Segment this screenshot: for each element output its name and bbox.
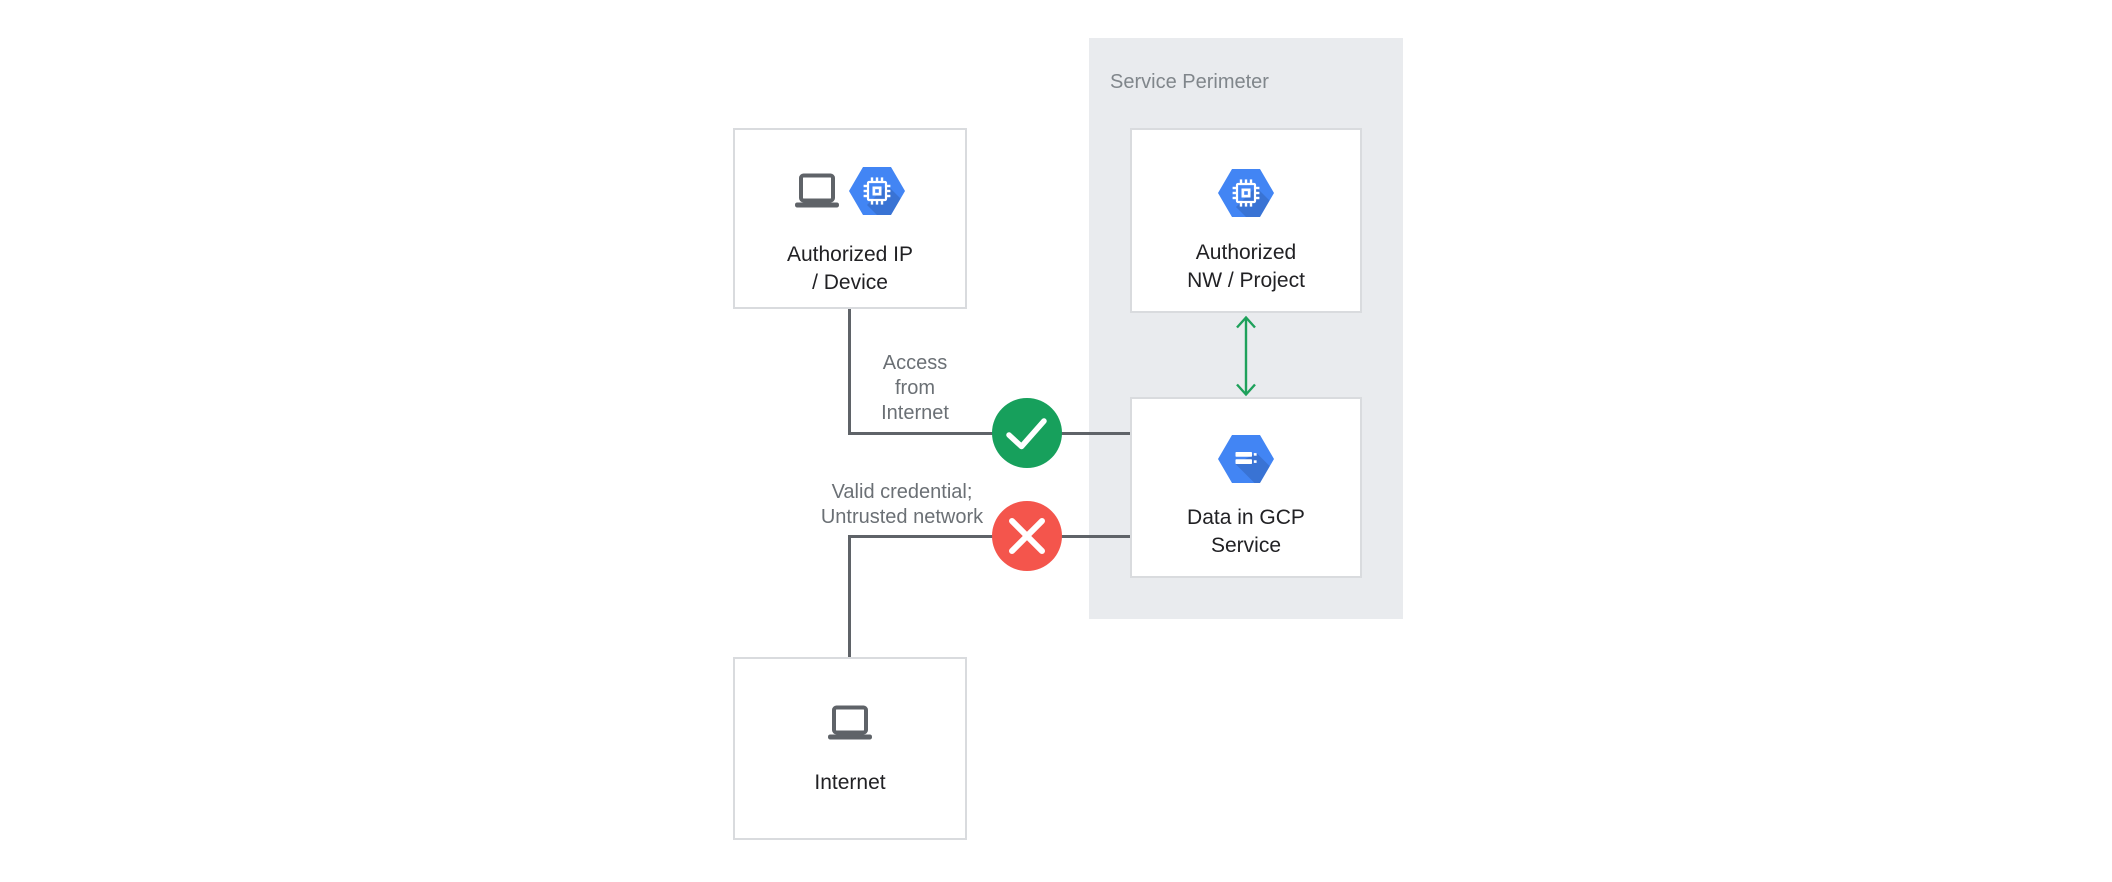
node-label: Internet <box>735 769 965 797</box>
edge-label-line: Access <box>882 352 948 374</box>
double-arrow-icon <box>1236 315 1256 397</box>
node-label-line: Internet <box>814 771 886 794</box>
denied-connector-horizontal-line <box>848 535 1130 538</box>
node-internet: Internet <box>733 657 967 840</box>
allowed-connector-horizontal-line <box>848 432 1130 435</box>
service-perimeter-label: Service Perimeter <box>1110 71 1269 93</box>
edge-label-line: Internet <box>881 402 949 424</box>
denied-status-badge <box>992 501 1062 571</box>
denied-connector-vertical-line <box>848 536 851 657</box>
compute-engine-icon <box>849 167 905 215</box>
cloud-storage-icon <box>1218 435 1274 483</box>
node-icon-row <box>735 705 965 741</box>
node-label-line: NW / Project <box>1187 269 1305 292</box>
edge-label-line: from <box>895 377 935 399</box>
node-data-in-gcp-service: Data in GCP Service <box>1130 397 1362 578</box>
allowed-status-badge <box>992 398 1062 468</box>
edge-label-line: Untrusted network <box>820 506 984 528</box>
node-icon-row <box>735 167 965 215</box>
allowed-connector-vertical-line <box>848 309 851 435</box>
laptop-icon <box>795 173 839 208</box>
node-icon-row <box>1132 435 1360 483</box>
node-label-line: Authorized <box>1195 241 1297 264</box>
node-label: Authorized IP / Device <box>735 241 965 297</box>
node-authorized-nw-project: Authorized NW / Project <box>1130 128 1362 313</box>
check-icon <box>1006 418 1047 450</box>
access-from-internet-label: Access from Internet <box>835 351 995 426</box>
node-label-line: Authorized IP <box>786 243 914 266</box>
node-label-line: Service <box>1210 534 1282 557</box>
node-label: Data in GCP Service <box>1132 504 1360 560</box>
node-label-line: / Device <box>812 271 888 294</box>
node-authorized-ip-device: Authorized IP / Device <box>733 128 967 309</box>
perimeter-exchange-arrow <box>1233 314 1259 403</box>
valid-credential-untrusted-network-label: Valid credential; Untrusted network <box>792 480 1012 530</box>
laptop-icon <box>828 705 872 740</box>
node-icon-row <box>1132 169 1360 217</box>
edge-label-line: Valid credential; <box>831 481 973 503</box>
compute-engine-icon <box>1218 169 1274 217</box>
node-label: Authorized NW / Project <box>1132 239 1360 295</box>
node-label-line: Data in GCP <box>1187 506 1305 529</box>
cross-icon <box>1009 518 1045 554</box>
